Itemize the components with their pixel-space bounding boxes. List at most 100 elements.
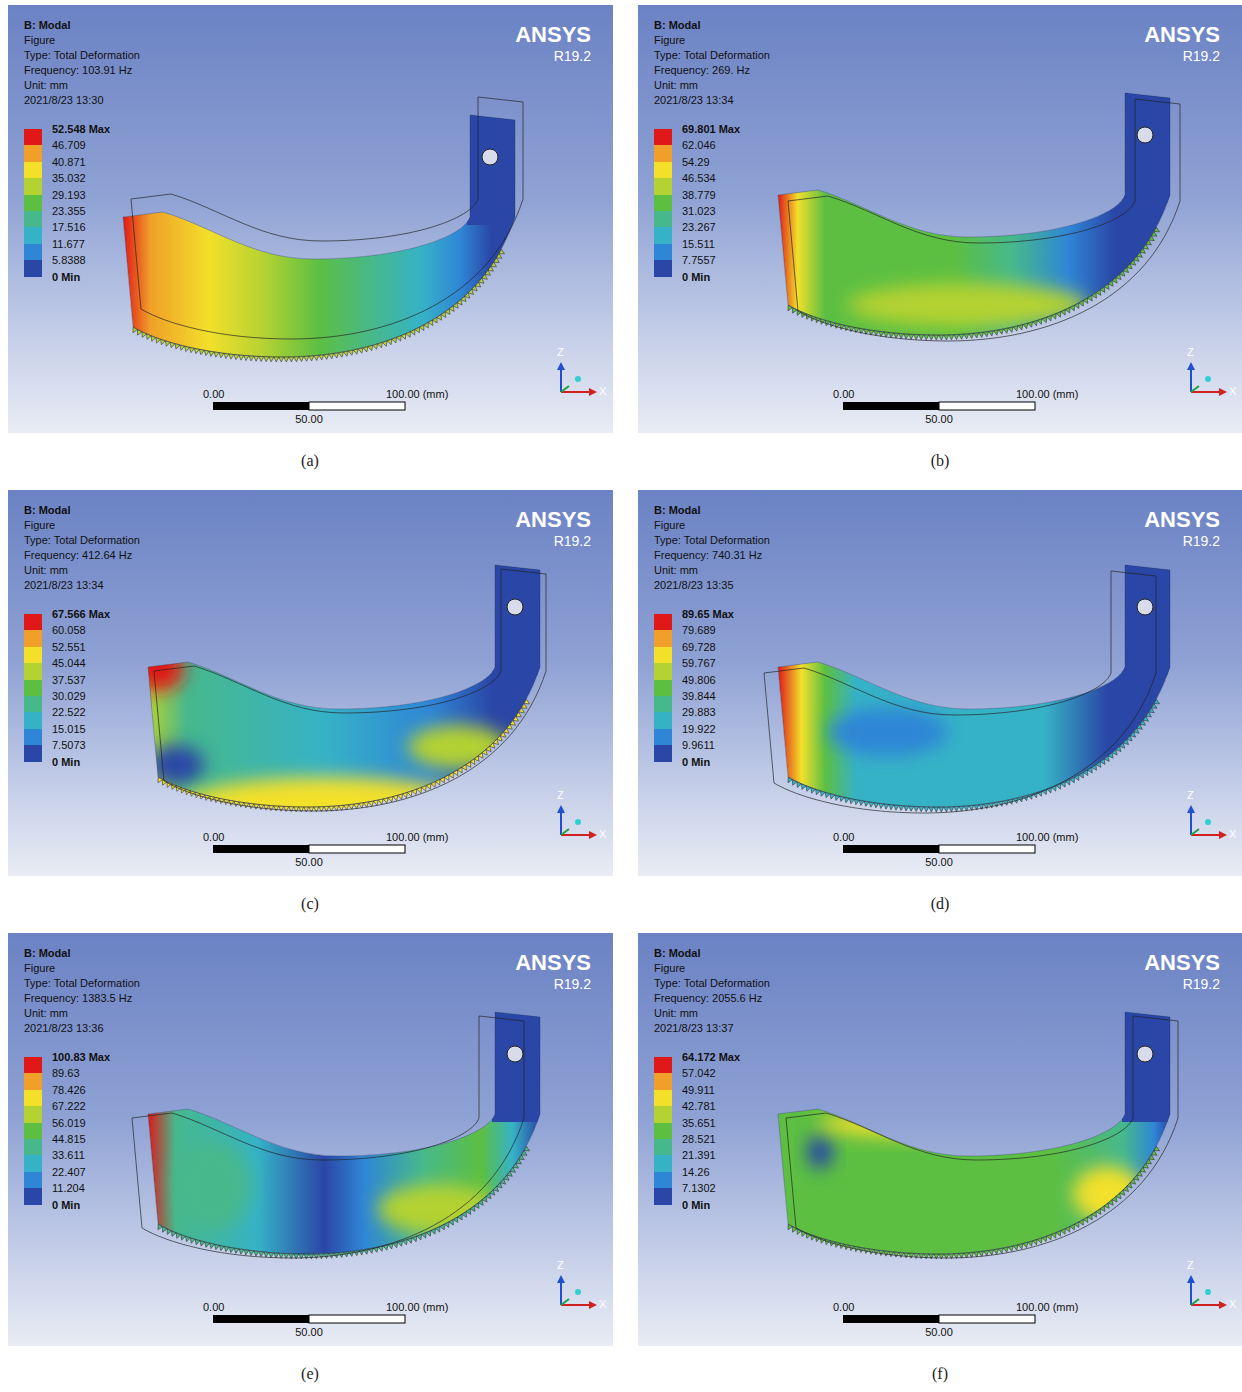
- legend-value: 38.779: [682, 188, 716, 202]
- deformation-contour: [123, 115, 515, 357]
- legend-value: 46.709: [52, 138, 86, 152]
- legend-swatch: [654, 1188, 672, 1205]
- legend-value: 0 Min: [682, 1198, 710, 1212]
- legend-value: 23.355: [52, 204, 86, 218]
- deformation-contour: [807, 1135, 833, 1169]
- scale-label: 0.00: [203, 830, 224, 844]
- header-line: Type: Total Deformation: [654, 533, 770, 547]
- legend-value: 15.015: [52, 722, 86, 736]
- axis-x: [561, 834, 591, 836]
- legend-value: 21.391: [682, 1148, 716, 1162]
- deformation-contour: [818, 1110, 1058, 1138]
- simulation-panel: B: ModalFigureType: Total DeformationFre…: [638, 490, 1242, 876]
- header-line: Frequency: 412.64 Hz: [24, 548, 132, 562]
- software-version: R19.2: [554, 975, 591, 993]
- legend-value: 67.566 Max: [52, 607, 110, 621]
- axis-z-head: [1187, 805, 1195, 813]
- legend-value: 79.689: [682, 623, 716, 637]
- deformation-contour: [828, 708, 948, 756]
- simulation-panel: B: ModalFigureType: Total DeformationFre…: [8, 5, 613, 433]
- legend-swatch: [654, 162, 672, 179]
- legend-value: 67.222: [52, 1099, 86, 1113]
- legend-swatch: [654, 1057, 672, 1074]
- legend-swatch: [24, 663, 42, 680]
- legend-value: 52.548 Max: [52, 122, 110, 136]
- deformation-contour: [148, 1012, 540, 1254]
- legend-value: 100.83 Max: [52, 1050, 110, 1064]
- undeformed-outline: [788, 99, 1180, 341]
- legend-value: 7.7557: [682, 253, 716, 267]
- legend-value: 89.65 Max: [682, 607, 734, 621]
- subfigure-caption: (e): [301, 1364, 319, 1384]
- legend-swatch: [654, 1073, 672, 1090]
- axis-triad: [1187, 1275, 1227, 1309]
- bolt-hole: [507, 1046, 523, 1062]
- software-version: R19.2: [554, 47, 591, 65]
- legend-swatch: [654, 1106, 672, 1123]
- legend-swatch: [24, 211, 42, 228]
- legend-value: 7.5073: [52, 738, 86, 752]
- blade-body: [148, 1004, 552, 1254]
- legend-swatch: [654, 663, 672, 680]
- header-line: 2021/8/23 13:30: [24, 93, 104, 107]
- blade-body: [123, 107, 527, 357]
- axis-z-head: [557, 362, 565, 370]
- header-line: B: Modal: [24, 503, 70, 517]
- software-logo: ANSYS: [515, 949, 591, 977]
- header-line: Unit: mm: [24, 78, 68, 92]
- legend-value: 62.046: [682, 138, 716, 152]
- header-line: Frequency: 269. Hz: [654, 63, 750, 77]
- axis-label: Z: [1187, 1258, 1194, 1272]
- legend-swatch: [24, 630, 42, 647]
- legend-swatch: [654, 145, 672, 162]
- legend-value: 42.781: [682, 1099, 716, 1113]
- scale-label: 50.00: [295, 855, 323, 869]
- scale-bar: [213, 845, 309, 853]
- legend-swatch: [24, 1090, 42, 1107]
- deformation-contour: [175, 1141, 251, 1231]
- legend-value: 15.511: [682, 237, 715, 251]
- software-logo: ANSYS: [1144, 949, 1220, 977]
- mounting-tab: [467, 107, 527, 225]
- legend-value: 59.767: [682, 656, 716, 670]
- axis-triad: [557, 805, 597, 839]
- legend-swatch: [24, 1155, 42, 1172]
- legend-value: 78.426: [52, 1083, 86, 1097]
- subfigure-caption: (c): [301, 894, 319, 914]
- header-line: Type: Total Deformation: [654, 48, 770, 62]
- scale-label: 0.00: [833, 830, 854, 844]
- legend-swatch: [24, 1188, 42, 1205]
- legend-value: 0 Min: [682, 270, 710, 284]
- axis-label: Z: [1187, 345, 1194, 359]
- axis-x: [1191, 1304, 1221, 1306]
- blade-figure: [132, 1004, 552, 1259]
- legend-swatch: [24, 260, 42, 277]
- legend-swatch: [24, 1106, 42, 1123]
- legend-value: 22.407: [52, 1165, 86, 1179]
- axis-triad: [557, 362, 597, 396]
- blade-body: [778, 1004, 1182, 1254]
- header-line: Unit: mm: [654, 1006, 698, 1020]
- axis-sphere: [575, 819, 581, 825]
- legend-swatch: [24, 195, 42, 212]
- axis-z-head: [1187, 1275, 1195, 1283]
- blade-edge: [778, 565, 1170, 807]
- blade-figure: [132, 557, 552, 837]
- legend-value: 37.537: [52, 673, 86, 687]
- legend-swatch: [24, 1172, 42, 1189]
- header-line: 2021/8/23 13:34: [654, 93, 734, 107]
- software-version: R19.2: [1183, 47, 1220, 65]
- blade-edge: [123, 115, 515, 357]
- legend-swatch: [654, 696, 672, 713]
- header-line: B: Modal: [654, 946, 700, 960]
- legend-swatch: [24, 614, 42, 631]
- scale-bar: [309, 1315, 405, 1323]
- legend-swatch: [654, 630, 672, 647]
- blade-body: [132, 557, 552, 837]
- legend-value: 17.516: [52, 220, 86, 234]
- header-line: Frequency: 2055.6 Hz: [654, 991, 762, 1005]
- axis-x: [1191, 834, 1221, 836]
- legend-value: 64.172 Max: [682, 1050, 740, 1064]
- subfigure-caption: (a): [301, 451, 319, 471]
